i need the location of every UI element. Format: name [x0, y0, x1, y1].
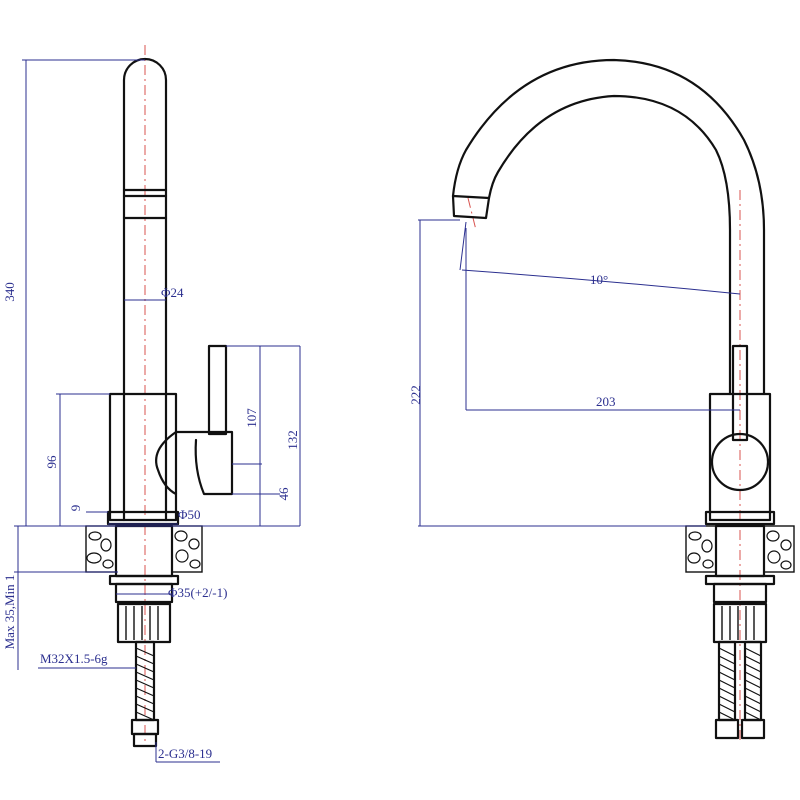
front-hose-braid	[718, 647, 762, 721]
side-handle-lever	[207, 344, 228, 436]
dim-spout-angle: 10°	[590, 272, 608, 287]
side-base-ring	[106, 510, 180, 526]
front-base-ring	[704, 510, 776, 526]
side-nut-ribs	[125, 606, 159, 640]
dim-handle-offset: 46	[276, 487, 291, 501]
side-spout-tube	[122, 57, 168, 522]
front-nut	[712, 602, 768, 644]
front-spout-outer	[451, 58, 766, 396]
side-shank-washer	[108, 574, 180, 586]
side-handle-boss	[174, 430, 234, 496]
side-body	[108, 392, 178, 522]
dim-spout-height: 222	[408, 385, 423, 405]
side-shank-lower	[114, 582, 174, 604]
front-connector-left	[714, 718, 740, 740]
dim-spout-diameter: Φ24	[161, 285, 184, 300]
side-body-curve	[155, 430, 178, 496]
dim-hose-connector: 2-G3/8-19	[158, 746, 212, 761]
dim-body-height: 132	[285, 430, 300, 450]
side-counter-stones	[86, 530, 201, 569]
front-spout-centerline	[467, 197, 477, 231]
dim-base-diameter: Φ50	[178, 507, 201, 522]
side-dimensions: 340 Φ24 107 132 46 96 9 Φ50 Max 35,Min 1	[2, 59, 301, 763]
side-shank	[114, 524, 174, 578]
dim-thread: M32X1.5-6g	[40, 651, 108, 666]
front-spout-inner	[487, 94, 732, 396]
front-dimensions: 222 10° 203	[408, 219, 741, 527]
dim-counter-thickness: Max 35,Min 1	[2, 575, 17, 650]
dim-base-ring: 9	[68, 505, 83, 512]
side-hose-braid	[135, 647, 155, 721]
front-shank-lower	[712, 582, 768, 604]
front-handle-boss	[710, 432, 770, 492]
side-view	[85, 45, 234, 748]
front-connector-right	[740, 718, 766, 740]
front-view	[451, 58, 795, 740]
dim-handle-height: 107	[244, 408, 259, 428]
front-spout-tip	[451, 194, 491, 220]
front-counter-stones	[687, 530, 792, 570]
dim-base-height: 96	[44, 455, 59, 469]
front-nut-ribs	[721, 606, 755, 640]
dim-height-total: 340	[2, 282, 17, 302]
side-hose-connector-nut	[132, 732, 158, 748]
dim-spout-reach: 203	[596, 394, 616, 409]
dim-mount-hole: Φ35(+2/-1)	[168, 585, 227, 600]
front-body	[708, 392, 772, 522]
dim-angle-arc	[461, 269, 741, 295]
